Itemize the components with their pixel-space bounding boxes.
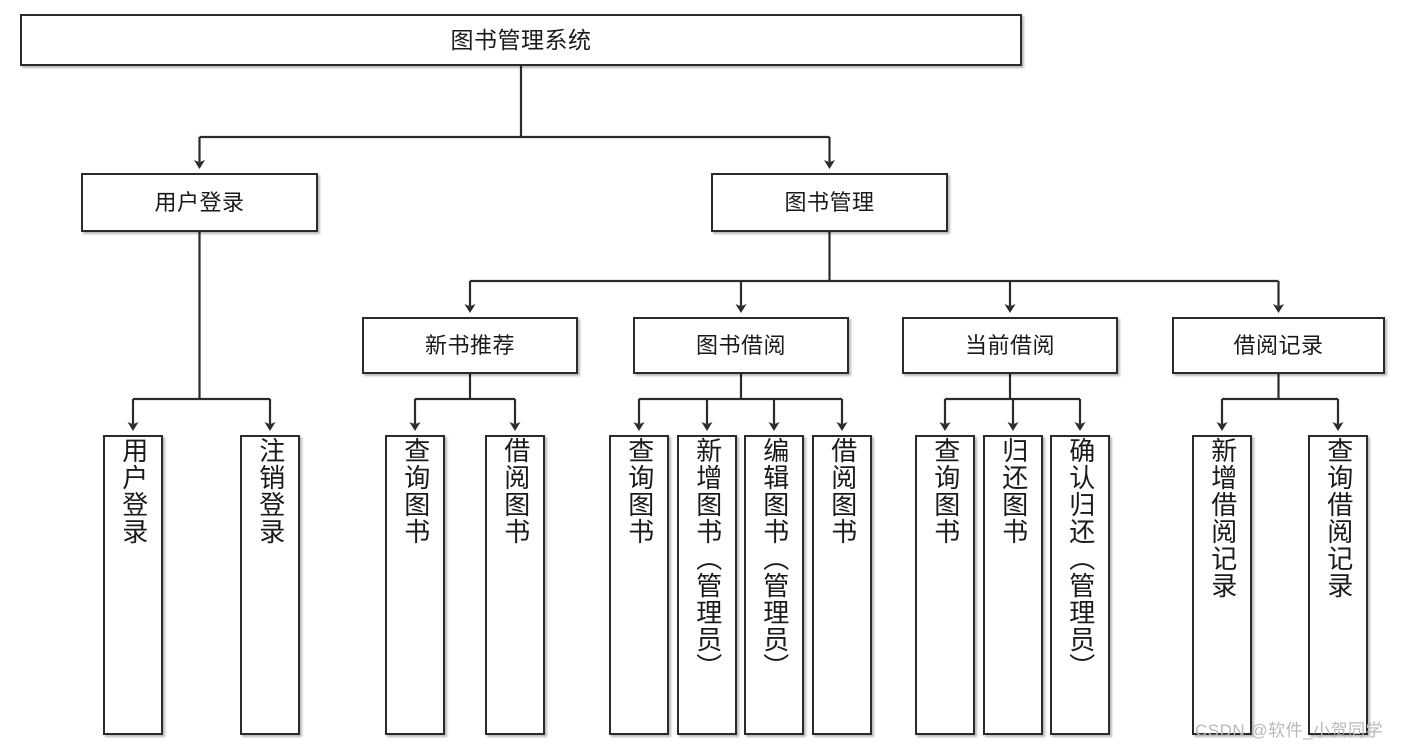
node-label: 新书推荐 (424, 332, 515, 358)
node-leaf-borrow-book-2[interactable]: 借阅图书 (812, 435, 872, 735)
csdn-watermark: CSDN @软件_小贺同学 (1195, 721, 1384, 740)
node-leaf-user-login[interactable]: 用户登录 (103, 435, 163, 735)
node-borrow-record[interactable]: 借阅记录 (1172, 317, 1385, 374)
node-label: 借阅记录 (1233, 332, 1324, 358)
node-label: 查询图书 (624, 437, 655, 545)
node-user-login[interactable]: 用户登录 (81, 173, 318, 232)
node-leaf-return-book[interactable]: 归还图书 (983, 435, 1043, 735)
node-label: 用户登录 (118, 437, 149, 545)
node-leaf-edit-book[interactable]: 编辑图书（管理员） (744, 435, 804, 735)
node-leaf-query-book-3[interactable]: 查询图书 (915, 435, 975, 735)
node-label: 确认归还（管理员） (1065, 437, 1096, 680)
node-label: 当前借阅 (964, 332, 1055, 358)
node-leaf-query-book-1[interactable]: 查询图书 (385, 435, 445, 735)
node-label: 图书管理 (784, 189, 875, 215)
node-leaf-add-book[interactable]: 新增图书（管理员） (677, 435, 737, 735)
node-current-borrow[interactable]: 当前借阅 (902, 317, 1118, 374)
node-leaf-user-logout[interactable]: 注销登录 (240, 435, 300, 735)
node-label: 编辑图书（管理员） (759, 437, 790, 680)
node-label: 借阅图书 (827, 437, 858, 545)
node-book-borrow[interactable]: 图书借阅 (633, 317, 849, 374)
node-label: 注销登录 (255, 437, 286, 545)
node-leaf-query-record[interactable]: 查询借阅记录 (1308, 435, 1368, 735)
node-label: 新增图书（管理员） (692, 437, 723, 680)
node-leaf-add-record[interactable]: 新增借阅记录 (1192, 435, 1252, 735)
node-label: 图书借阅 (695, 332, 786, 358)
node-label: 查询图书 (930, 437, 961, 545)
node-label: 查询图书 (400, 437, 431, 545)
node-label: 借阅图书 (500, 437, 531, 545)
node-label: 归还图书 (998, 437, 1029, 545)
node-new-book-recommend[interactable]: 新书推荐 (362, 317, 578, 374)
node-label: 新增借阅记录 (1207, 437, 1238, 599)
node-leaf-confirm-return[interactable]: 确认归还（管理员） (1050, 435, 1110, 735)
node-label: 查询借阅记录 (1323, 437, 1354, 599)
node-root[interactable]: 图书管理系统 (20, 14, 1022, 66)
node-label: 图书管理系统 (450, 26, 592, 53)
node-leaf-query-book-2[interactable]: 查询图书 (609, 435, 669, 735)
node-leaf-borrow-book-1[interactable]: 借阅图书 (485, 435, 545, 735)
node-book-manage[interactable]: 图书管理 (711, 173, 948, 232)
node-label: 用户登录 (154, 189, 245, 215)
